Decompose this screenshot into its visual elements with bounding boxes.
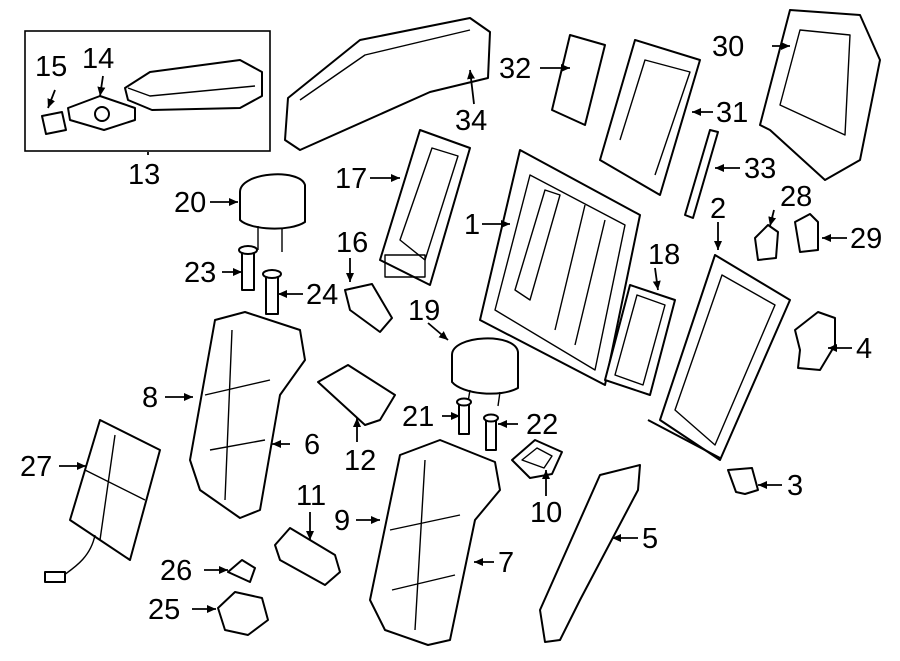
headrest-lower-guides-part <box>456 397 499 451</box>
callout-22: 22 <box>526 409 558 441</box>
callout-34: 34 <box>455 105 487 137</box>
callout-3: 3 <box>787 470 803 502</box>
callout-27: 27 <box>20 451 52 483</box>
callout-14: 14 <box>82 43 114 75</box>
callout-18: 18 <box>648 239 680 271</box>
armrest-frame-part <box>379 129 471 286</box>
callout-16: 16 <box>336 227 368 259</box>
callout-25: 25 <box>148 594 180 626</box>
escutcheon-part <box>511 439 563 479</box>
callout-10: 10 <box>530 497 562 529</box>
seatback-cover-right-part <box>369 439 501 646</box>
armrest-inset-box <box>24 30 271 155</box>
callout-28: 28 <box>780 181 812 213</box>
headrest-lower-part <box>451 337 519 407</box>
callout-33: 33 <box>744 153 776 185</box>
callout-8: 8 <box>142 382 158 414</box>
callout-13: 13 <box>128 159 160 191</box>
latch-parts <box>217 559 269 636</box>
callout-5: 5 <box>642 523 658 555</box>
cover-panel-part <box>604 284 676 396</box>
pad-part <box>551 34 606 126</box>
fastener-part <box>727 467 759 495</box>
callout-30: 30 <box>712 31 744 63</box>
callout-17: 17 <box>335 163 367 195</box>
bracket-part <box>794 311 836 371</box>
callout-26: 26 <box>160 555 192 587</box>
cupholder-part <box>274 527 341 586</box>
callout-11: 11 <box>296 480 326 512</box>
seatback-frame-rear-part <box>759 9 881 181</box>
callout-1: 1 <box>464 209 480 241</box>
callout-labels: 15 14 13 34 32 30 31 33 20 17 1 2 28 29 … <box>20 31 882 626</box>
callout-24: 24 <box>306 279 338 311</box>
seatback-frame-part <box>479 149 641 386</box>
seatback-frame-right-part <box>647 254 791 461</box>
callout-7: 7 <box>498 547 514 579</box>
callout-4: 4 <box>856 333 872 365</box>
callout-23: 23 <box>184 257 216 289</box>
callout-31: 31 <box>716 97 748 129</box>
seatback-panel-part <box>599 39 701 196</box>
callout-29: 29 <box>850 223 882 255</box>
strip-part <box>684 129 719 219</box>
armrest-part <box>284 17 491 151</box>
seatback-cover-left-part <box>189 311 306 519</box>
headrest-guides-part <box>238 245 282 315</box>
headrest-upper-part <box>239 173 306 252</box>
side-trim-part <box>539 464 641 643</box>
small-trim-parts <box>754 213 819 261</box>
leader-arrows <box>47 42 852 613</box>
callout-15: 15 <box>35 51 67 83</box>
armrest-cushion-part <box>317 364 396 426</box>
callout-20: 20 <box>174 187 206 219</box>
heater-mat-part <box>44 419 161 583</box>
callout-12: 12 <box>344 445 376 477</box>
trim-clip-part <box>344 283 393 333</box>
callout-2: 2 <box>710 193 726 225</box>
callout-9: 9 <box>334 505 350 537</box>
callout-32: 32 <box>499 53 531 85</box>
callout-19: 19 <box>408 295 440 327</box>
callout-21: 21 <box>402 401 434 433</box>
callout-6: 6 <box>304 429 320 461</box>
